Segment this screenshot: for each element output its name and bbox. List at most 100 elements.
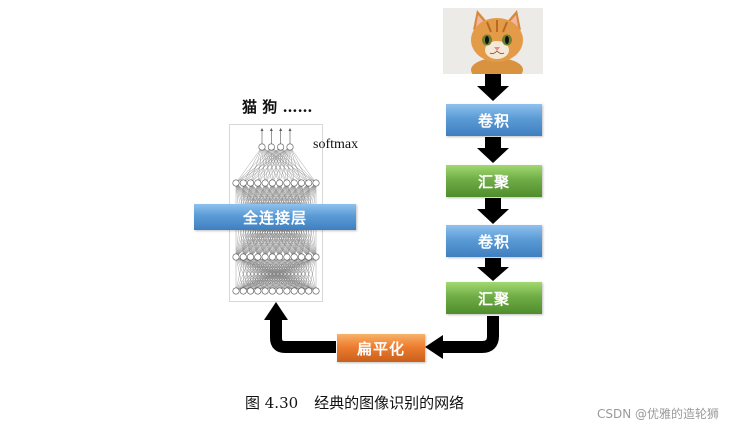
network-node — [232, 179, 240, 187]
network-node — [312, 253, 320, 261]
network-edge — [257, 146, 272, 184]
network-edge — [301, 256, 317, 292]
down-arrow-3 — [477, 198, 509, 224]
network-edge — [235, 256, 273, 292]
network-edge — [264, 146, 272, 184]
network-node — [268, 287, 276, 295]
network-edge — [235, 256, 302, 292]
kitten-input-image — [443, 8, 543, 74]
network-edge — [261, 146, 309, 184]
network-node — [261, 179, 269, 187]
network-edge — [235, 146, 291, 184]
pool-label-1: 汇聚 — [477, 172, 510, 191]
network-node — [276, 179, 284, 187]
network-node — [247, 253, 255, 261]
network-edge — [235, 146, 281, 184]
network-edge — [257, 146, 281, 184]
network-edge — [243, 256, 317, 292]
network-edge — [264, 146, 281, 184]
output-arrow-head — [260, 128, 264, 131]
network-edge — [264, 146, 291, 184]
network-edge — [289, 146, 309, 184]
network-node — [258, 143, 266, 151]
network-node — [283, 253, 291, 261]
network-edge — [235, 256, 288, 292]
conv-label-1: 卷积 — [477, 111, 510, 130]
network-node — [268, 253, 276, 261]
conv-box-1: 卷积 — [446, 104, 542, 136]
network-node — [297, 179, 305, 187]
network-edge — [289, 146, 295, 184]
network-edge — [272, 256, 317, 292]
network-edge — [308, 256, 317, 292]
network-edge — [272, 146, 291, 184]
network-edge — [271, 146, 295, 184]
network-edge — [279, 146, 291, 184]
network-edge — [235, 146, 272, 184]
network-edge — [271, 146, 273, 184]
kitten-illustration — [443, 8, 543, 74]
network-edge — [243, 146, 281, 184]
network-node — [283, 179, 291, 187]
network-node — [232, 253, 240, 261]
network-edge — [261, 146, 266, 184]
network-edge — [294, 256, 317, 292]
network-edge — [257, 256, 317, 292]
down-arrow-4 — [477, 258, 509, 281]
network-node — [268, 179, 276, 187]
network-node — [254, 179, 262, 187]
network-edge — [289, 146, 302, 184]
watermark: CSDN @优雅的造轮狮 — [597, 407, 720, 421]
network-node — [261, 253, 269, 261]
output-arrow-head — [269, 128, 273, 131]
down-arrow-1 — [477, 74, 509, 101]
network-edge — [280, 146, 295, 184]
softmax-label: softmax — [313, 137, 359, 152]
network-edge — [261, 146, 317, 184]
network-edge — [264, 256, 317, 292]
network-edge — [235, 256, 258, 292]
network-node — [305, 253, 313, 261]
network-edge — [243, 146, 291, 184]
network-node — [290, 287, 298, 295]
network-node — [247, 287, 255, 295]
network-node — [232, 287, 240, 295]
network-node — [312, 179, 320, 187]
network-edge — [235, 256, 280, 292]
conv-label-2: 卷积 — [477, 232, 510, 251]
network-node — [312, 287, 320, 295]
network-node — [297, 253, 305, 261]
network-node — [297, 287, 305, 295]
network-edge — [250, 256, 317, 292]
network-edge — [235, 256, 266, 292]
network-node — [305, 287, 313, 295]
network-node — [276, 287, 284, 295]
pool-box-2: 汇聚 — [446, 282, 542, 314]
network-edge — [271, 146, 317, 184]
network-edge — [250, 146, 281, 184]
fc-layer-label: 全连接层 — [242, 208, 307, 227]
network-edge — [280, 146, 309, 184]
network-edge — [235, 256, 244, 292]
network-edge — [289, 146, 317, 184]
network-edge — [261, 146, 273, 184]
network-edge — [286, 146, 291, 184]
pool-box-1: 汇聚 — [446, 165, 542, 197]
network-node — [254, 287, 262, 295]
network-edge — [235, 146, 263, 184]
network-edge — [257, 146, 291, 184]
network-edge — [250, 146, 272, 184]
network-node — [276, 253, 284, 261]
network-edge — [235, 256, 251, 292]
network-node — [267, 143, 275, 151]
pool-label-2: 汇聚 — [477, 289, 510, 308]
bent-arrow-to-flatten — [440, 316, 499, 353]
network-edge — [261, 146, 302, 184]
network-edge — [261, 146, 280, 184]
network-edge — [271, 146, 288, 184]
network-edge — [235, 256, 295, 292]
network-edge — [280, 146, 317, 184]
bent-arrow-to-fc — [270, 318, 336, 353]
